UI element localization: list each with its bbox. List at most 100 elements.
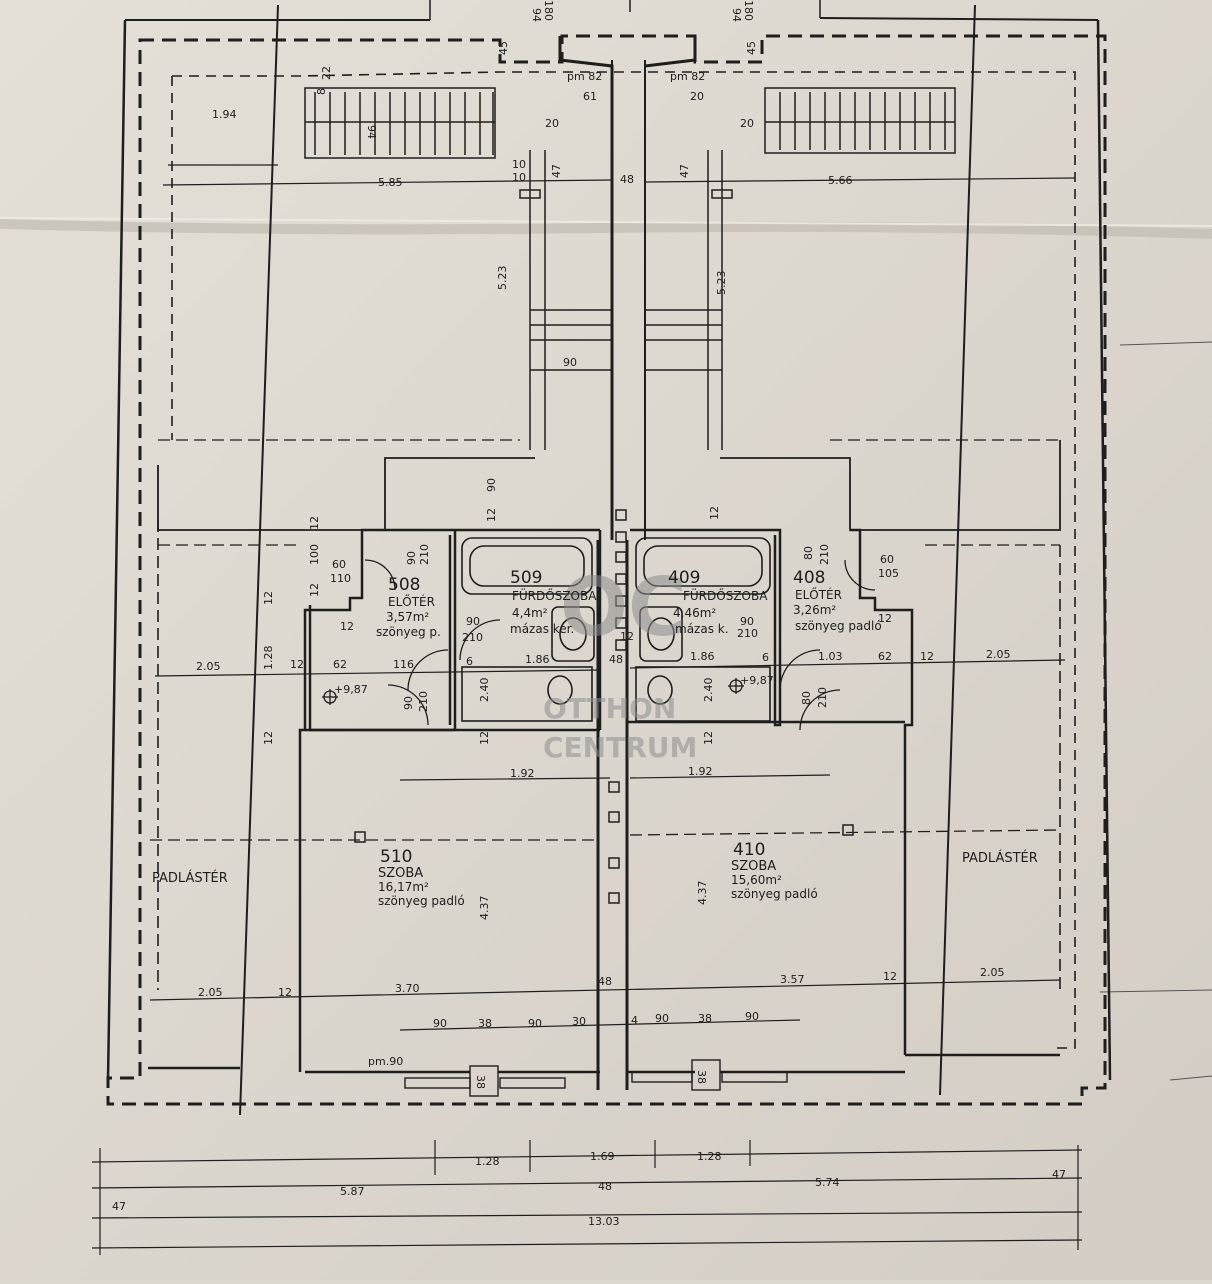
dim-label: 10 — [512, 171, 526, 184]
dim-label: 6 — [762, 651, 769, 664]
room-name: ELŐTÉR — [795, 587, 842, 602]
dim-label: 10 — [512, 158, 526, 171]
room-number: 409 — [668, 568, 700, 588]
dim-label: 180 — [542, 0, 555, 21]
dim-label: 1.86 — [690, 650, 715, 663]
room-508: 508 ELŐTÉR 3,57m² szönyeg p. — [376, 575, 441, 639]
room-409: 409 FÜRDŐSZOBA 4,46m² mázas k. — [668, 568, 768, 636]
dim-label: 20 — [690, 90, 704, 103]
dim-label: 100 — [308, 544, 321, 565]
dim-label: 47 — [550, 164, 563, 178]
dim-label: 12 — [883, 970, 897, 983]
dim-label: 1.69 — [590, 1150, 615, 1163]
floor-drains — [322, 678, 744, 705]
dim-label: 30 — [572, 1015, 586, 1028]
dim-label: 13.03 — [588, 1215, 620, 1228]
dim-label: 12 — [308, 583, 321, 597]
dim-label: 1.03 — [818, 650, 843, 663]
room-name: SZOBA — [731, 859, 776, 874]
dim-label: 62 — [333, 658, 347, 671]
dim-label: 38 — [474, 1075, 487, 1089]
dim-label: 60 — [332, 558, 346, 571]
room-number: 408 — [793, 568, 825, 588]
attic-right-label: PADLÁSTÉR — [962, 850, 1038, 866]
dim-label: 5.66 — [828, 174, 853, 187]
dim-label: 5.23 — [715, 271, 728, 296]
sheet-edge-line — [1119, 341, 1212, 346]
dim-label: 12 — [340, 620, 354, 633]
room-floor: szönyeg padló — [731, 887, 818, 901]
room-name: SZOBA — [378, 866, 423, 881]
dim-label: 210 — [462, 631, 483, 644]
dim-label: +9,87 — [334, 683, 368, 696]
dim-label: 45 — [497, 41, 510, 55]
room-area: 15,60m² — [731, 873, 782, 887]
room-floor: mázas k. — [675, 622, 729, 636]
dim-label: 2.05 — [986, 648, 1011, 661]
dim-label: 12 — [620, 630, 634, 643]
dim-label: 5.23 — [496, 266, 509, 291]
dim-label: 12 — [478, 731, 491, 745]
dim-label: 90 — [433, 1017, 447, 1030]
dim-label: 1.28 — [697, 1150, 722, 1163]
dim-label: 90 — [528, 1017, 542, 1030]
dim-label: 38 — [478, 1017, 492, 1030]
room-floor: mázas ker. — [510, 622, 574, 636]
attic-left-label: PADLÁSTÉR — [152, 870, 228, 886]
dim-label: 210 — [418, 544, 431, 565]
dim-label: 116 — [393, 658, 414, 671]
dim-label: 12 — [290, 658, 304, 671]
dim-label: 90 — [655, 1012, 669, 1025]
dim-label: 1.92 — [510, 767, 535, 780]
dimension-labels: 94 180 94 180 45 45 pm 82 pm 82 61 20 20… — [112, 0, 1066, 1228]
dim-label: 80 — [800, 691, 813, 705]
stair-right — [764, 87, 956, 154]
room-area: 3,57m² — [386, 610, 429, 624]
room-509: 509 FÜRDŐSZOBA 4,4m² mázas ker. — [510, 568, 597, 636]
dim-label: 48 — [620, 173, 634, 186]
room-area: 16,17m² — [378, 880, 429, 894]
dim-label: 12 — [702, 731, 715, 745]
room-408: 408 ELŐTÉR 3,26m² szönyeg padló — [793, 568, 882, 633]
inner-roof-line — [172, 71, 1076, 1049]
dim-label: 1.28 — [475, 1155, 500, 1168]
dim-label: 2.05 — [196, 660, 221, 673]
room-floor: szönyeg p. — [376, 625, 441, 639]
dim-label: pm 82 — [567, 70, 602, 83]
dim-label: 47 — [1052, 1168, 1066, 1181]
dim-label: 210 — [816, 687, 829, 708]
dim-label: 110 — [330, 572, 351, 585]
dim-label: 90 — [485, 478, 498, 492]
knee-walls — [150, 439, 1061, 990]
dim-label: 48 — [598, 975, 612, 988]
room-name: FÜRDŐSZOBA — [683, 587, 768, 603]
stair-left — [304, 87, 496, 159]
dim-label: 12 — [262, 591, 275, 605]
dimension-lines — [91, 164, 1083, 1255]
stair-rails — [519, 150, 733, 450]
dim-label: 94 — [365, 125, 378, 139]
dim-label: 4.37 — [478, 896, 491, 921]
dim-label: 94 — [730, 8, 743, 22]
dim-label: 12 — [278, 986, 292, 999]
dim-label: 5.85 — [378, 176, 403, 189]
dim-label: 2.40 — [702, 678, 715, 703]
dim-label: 105 — [878, 567, 899, 580]
dim-label: 90 — [466, 615, 480, 628]
watermark-line1: OTTHON — [543, 692, 676, 725]
dim-label: 47 — [678, 164, 691, 178]
dim-label: 210 — [417, 691, 430, 712]
dim-label: 38 — [695, 1070, 708, 1084]
watermark-logo: OC OTTHON CENTRUM — [543, 561, 697, 764]
dim-label: 48 — [609, 653, 623, 666]
room-number: 509 — [510, 568, 542, 588]
dim-label: 210 — [818, 544, 831, 565]
room-floor: szönyeg padló — [378, 894, 465, 908]
room-name: FÜRDŐSZOBA — [512, 587, 597, 603]
ventilation-shafts — [354, 509, 854, 904]
dim-label: 90 — [405, 551, 418, 565]
dim-label: 12 — [262, 731, 275, 745]
room-510: 510 SZOBA 16,17m² szönyeg padló — [378, 847, 465, 908]
